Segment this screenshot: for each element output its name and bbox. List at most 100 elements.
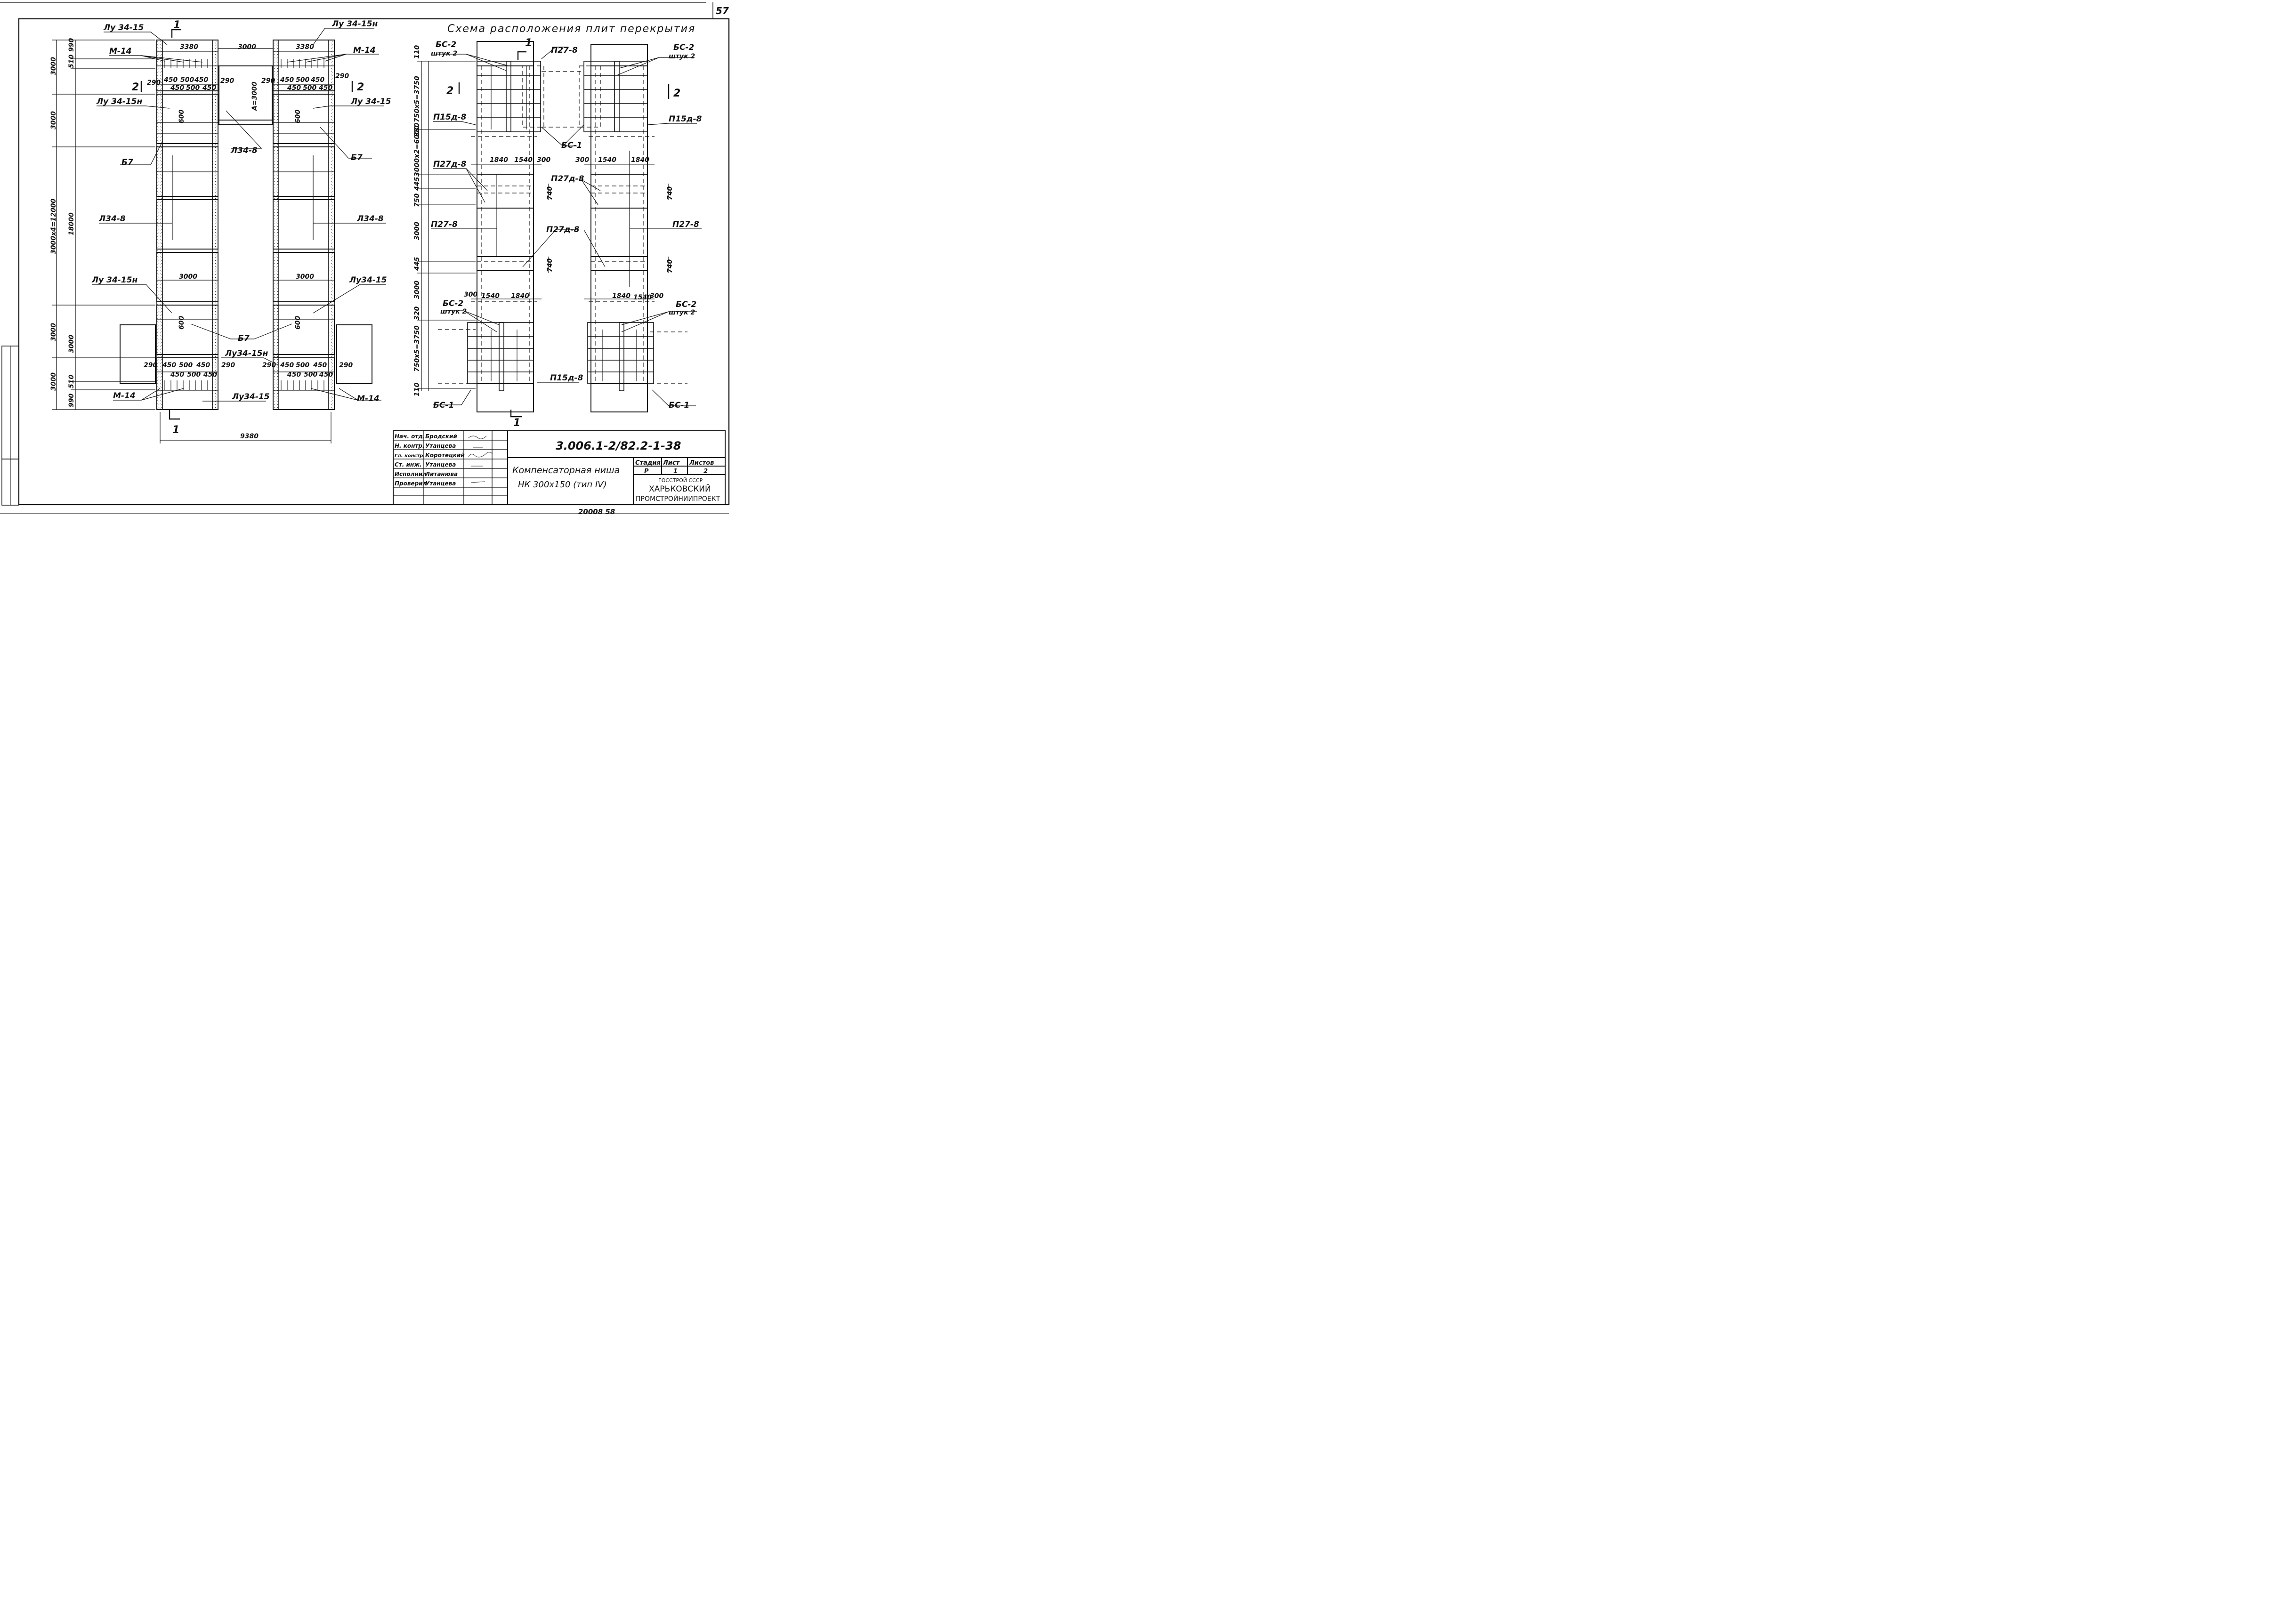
dim-500-6: 500 bbox=[187, 371, 201, 379]
right-plan: 1 1 2 2 БС-2 штук 2 П27-8 БС-2 штук 2 П1… bbox=[413, 37, 702, 429]
stamp-name-5: Литанюва bbox=[425, 471, 458, 477]
dim-1540-c: 1540 bbox=[481, 292, 500, 300]
dim-290-bl: 290 bbox=[144, 362, 157, 369]
dim-v3000-a: 3000 bbox=[50, 57, 57, 75]
dim-450-12: 450 bbox=[203, 371, 217, 379]
dim-740-b: 740 bbox=[666, 186, 674, 200]
dim-v3000-c: 3000 bbox=[50, 323, 57, 341]
dim-3380-right: 3380 bbox=[296, 43, 314, 51]
dim-450-2: 450 bbox=[194, 76, 208, 84]
dim-v3000-a: 3000 bbox=[413, 222, 421, 240]
dim-1840-a: 1840 bbox=[490, 156, 508, 164]
dim-500-5: 500 bbox=[179, 362, 193, 369]
section-2-right-a: 2 bbox=[446, 85, 453, 97]
drawing-sheet: 57 20008 58 bbox=[0, 2, 730, 516]
dim-450-4: 450 bbox=[202, 84, 216, 92]
label-lu34-15n-top-right: Лу 34-15н bbox=[331, 19, 378, 29]
label-bs2-top-left: БС-2 bbox=[436, 40, 456, 49]
dim-290-tr: 290 bbox=[335, 73, 349, 80]
dim-600-b: 600 bbox=[294, 110, 302, 123]
dim-450-10: 450 bbox=[196, 362, 210, 369]
dim-450-1: 450 bbox=[163, 76, 178, 84]
stamp-role-2: Н. контр. bbox=[395, 443, 425, 449]
dim-v445-a: 445 bbox=[413, 177, 421, 191]
label-bs2-top-left-count: штук 2 bbox=[431, 50, 457, 57]
stamp-role-4: Ст. инж. bbox=[395, 461, 422, 468]
label-p15d-8-bottom: П15д-8 bbox=[550, 373, 583, 383]
label-l34-8-center: Л34-8 bbox=[230, 146, 258, 155]
label-bs1-bottom-right: БС-1 bbox=[669, 401, 689, 410]
dim-a3000: А=3000 bbox=[251, 81, 259, 111]
label-bs1-bottom-left: БС-1 bbox=[433, 401, 454, 410]
doc-code: 3.006.1-2/82.2-1-38 bbox=[556, 439, 681, 452]
dim-v510-bottom: 510 bbox=[68, 375, 75, 388]
label-bs2-bottom-left: БС-2 bbox=[443, 299, 463, 308]
label-lu34-15-right: Лу 34-15 bbox=[350, 97, 391, 106]
left-dimension-chain bbox=[52, 40, 331, 443]
left-plan: 1 1 2 2 Лу 34-15 Лу 34-15н М-14 М-14 Лу … bbox=[50, 19, 391, 443]
dim-300-d: 300 bbox=[650, 292, 663, 300]
stamp-role-1: Нач. отд. bbox=[395, 433, 425, 440]
dim-500-3: 500 bbox=[296, 76, 309, 84]
anchor-ticks bbox=[164, 59, 324, 390]
dim-3000-top: 3000 bbox=[238, 43, 256, 51]
label-b7-bottom: Б7 bbox=[238, 334, 250, 343]
dim-3000-right-chamber: 3000 bbox=[296, 273, 314, 281]
stamp-sheets-value: 2 bbox=[703, 468, 708, 475]
dim-3000-left-chamber: 3000 bbox=[179, 273, 197, 281]
dim-500-4: 500 bbox=[303, 84, 316, 92]
dim-v990-top: 990 bbox=[68, 38, 75, 52]
dim-450-13: 450 bbox=[280, 362, 294, 369]
dim-290-mid-b: 290 bbox=[261, 77, 275, 85]
dim-300-b: 300 bbox=[575, 156, 589, 164]
label-lu34-15-bottom-mid: Лу34-15 bbox=[232, 392, 270, 402]
label-m14-top-left: М-14 bbox=[109, 47, 132, 56]
right-dashed-lines bbox=[438, 65, 687, 384]
dim-450-6: 450 bbox=[310, 76, 324, 84]
left-section-marks bbox=[140, 29, 353, 420]
label-p15d-8-right: П15д-8 bbox=[669, 114, 702, 124]
label-m14-bottom-left: М-14 bbox=[113, 391, 136, 401]
dim-600-d: 600 bbox=[294, 316, 302, 330]
dim-v18000: 18000 bbox=[68, 212, 75, 235]
dim-290-bm1: 290 bbox=[221, 362, 235, 369]
dim-500-2: 500 bbox=[186, 84, 200, 92]
dim-290-bm2: 290 bbox=[262, 362, 276, 369]
left-chamber-outlines bbox=[120, 40, 372, 410]
section-2-right-b: 2 bbox=[673, 88, 680, 99]
label-p27d-8-left: П27д-8 bbox=[433, 160, 467, 169]
label-l34-8-left: Л34-8 bbox=[98, 214, 126, 224]
dim-3380-left: 3380 bbox=[180, 43, 198, 51]
label-bs2-bottom-left-count: штук 2 bbox=[440, 308, 467, 315]
drawing-frame bbox=[0, 2, 730, 514]
stamp-role-6: Проверил bbox=[395, 480, 427, 487]
section-1-top-right: 1 bbox=[525, 37, 532, 49]
label-lu34-15-top-left: Лу 34-15 bbox=[103, 23, 144, 32]
dim-500-7: 500 bbox=[296, 362, 309, 369]
dim-v110-top: 110 bbox=[413, 45, 421, 59]
dim-740-a: 740 bbox=[546, 186, 554, 200]
slab-stack-top-left bbox=[477, 61, 541, 132]
dim-v750x5-bottom: 750х5=3750 bbox=[413, 325, 421, 372]
stamp-stage-label: Стадия bbox=[635, 459, 661, 467]
dim-290-br: 290 bbox=[339, 362, 353, 369]
label-m14-bottom-right: М-14 bbox=[357, 394, 380, 403]
dim-600-c: 600 bbox=[178, 316, 186, 330]
label-p27d-8-right: П27д-8 bbox=[551, 174, 584, 184]
left-bands bbox=[157, 51, 334, 391]
label-m14-top-right: М-14 bbox=[353, 46, 376, 55]
stamp-name-4: Утанцева bbox=[425, 461, 456, 468]
label-lu34-15n-left-low: Лу 34-15н bbox=[91, 275, 137, 285]
dim-300-c: 300 bbox=[464, 291, 477, 298]
stamp-signatures bbox=[468, 435, 493, 483]
dim-450-9: 450 bbox=[162, 362, 176, 369]
sheet-number: 57 bbox=[716, 5, 729, 16]
dim-1540-a: 1540 bbox=[514, 156, 533, 164]
label-bs2-bottom-right: БС-2 bbox=[676, 300, 696, 309]
label-l34-8-right: Л34-8 bbox=[356, 214, 384, 224]
doc-title-line1: Компенсаторная ниша bbox=[512, 465, 620, 476]
stamp-role-3: Гл. констр. bbox=[395, 453, 425, 459]
dim-v110-bottom: 110 bbox=[413, 383, 421, 396]
section-2-left-a: 2 bbox=[132, 81, 139, 93]
dim-9380: 9380 bbox=[240, 433, 259, 440]
